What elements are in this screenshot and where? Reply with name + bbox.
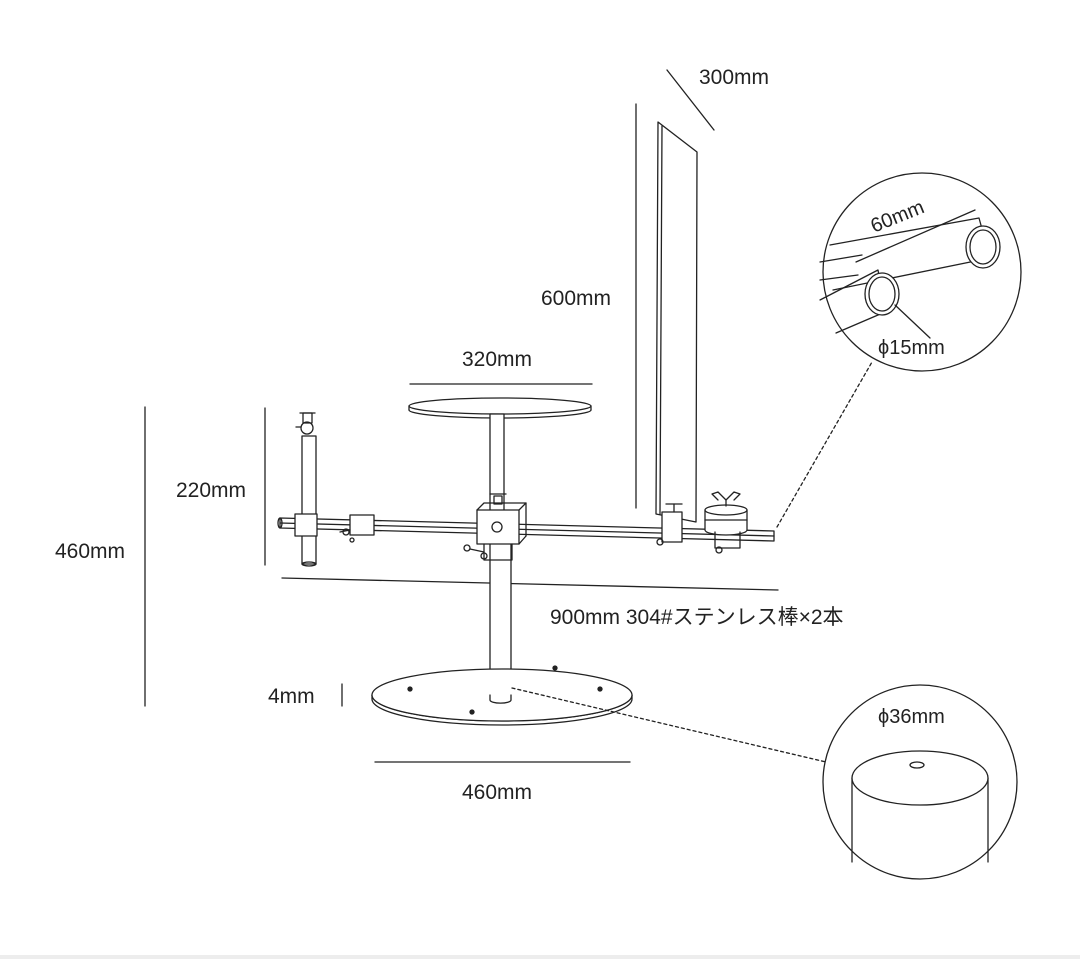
rod-detail-circle [819, 172, 1022, 372]
label-base-thickness: 4mm [268, 685, 315, 708]
label-base-diameter: 460mm [462, 781, 533, 804]
label-rod-spec: 900mm 304#ステンレス棒×2本 [550, 606, 844, 629]
leader-rod-detail [776, 361, 873, 528]
bottom-strip [0, 955, 1080, 959]
base-plate [371, 665, 633, 726]
dim-line-300 [666, 69, 715, 131]
label-arm-height: 220mm [176, 479, 247, 502]
label-rod-diameter: ϕ15mm [878, 337, 945, 359]
left-post [295, 412, 317, 567]
center-clamp [463, 493, 527, 561]
label-total-height: 460mm [55, 540, 126, 563]
label-screen-depth: 300mm [699, 66, 770, 89]
label-pole-diameter: ϕ36mm [878, 706, 945, 728]
label-table-diameter: 320mm [462, 348, 533, 371]
pole-detail-circle [822, 684, 1018, 880]
right-clamps [656, 491, 748, 554]
dim-line-900 [281, 577, 779, 591]
left-clamps [294, 513, 375, 543]
label-screen-height: 600mm [541, 287, 612, 310]
turntable [408, 397, 592, 513]
backdrop-panel [655, 121, 698, 523]
leader-pole-detail [511, 687, 827, 763]
